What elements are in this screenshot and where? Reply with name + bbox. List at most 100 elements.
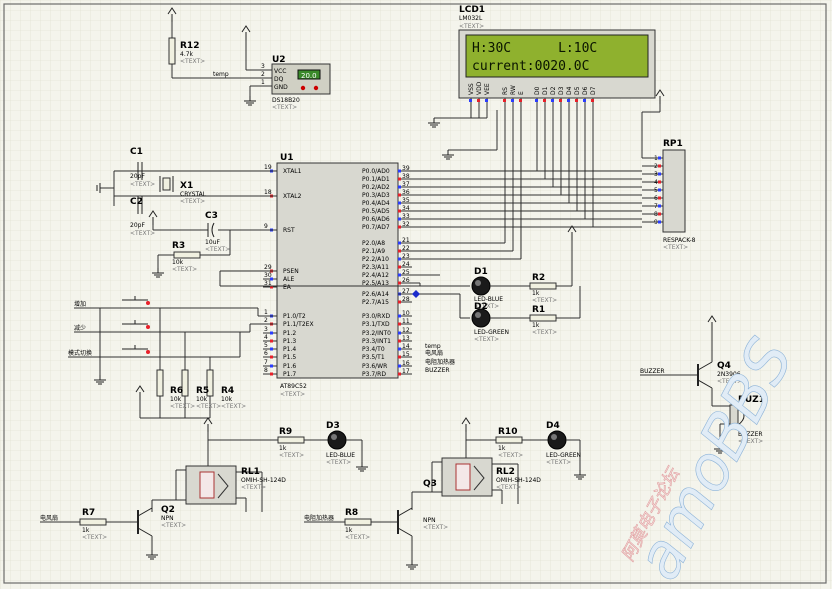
u1-pin-2: P1.1/T2EX bbox=[283, 321, 314, 328]
u1-rpin-num-22: 22 bbox=[402, 245, 410, 252]
d2-ref: D2 bbox=[474, 302, 488, 312]
u1-rpin-21: P2.0/A8 bbox=[362, 240, 385, 247]
rp1-ref: RP1 bbox=[663, 139, 683, 149]
r8-value: 1k bbox=[345, 527, 353, 534]
u1-pin-7: P1.6 bbox=[283, 363, 296, 370]
c2-ref: C2 bbox=[130, 197, 143, 207]
u1-pin-num-5: 5 bbox=[264, 342, 268, 349]
u1-mcu[interactable]: U1 AT89C52 <TEXT> 19XTAL118XTAL29RST29PS… bbox=[263, 153, 455, 398]
lcd-pin-vdd: VDD bbox=[476, 81, 483, 95]
u1-pin-num-2: 2 bbox=[264, 317, 268, 324]
u2-num-1: 1 bbox=[261, 79, 265, 86]
rp1-value: RESPACK-8 bbox=[663, 237, 696, 244]
u1-net-fan: 电风扇 bbox=[425, 349, 443, 357]
u1-pin-num-4: 4 bbox=[264, 334, 268, 341]
lcd-line-2: current:0020.0C bbox=[472, 59, 589, 74]
q4-value: 2N3906 bbox=[717, 371, 741, 378]
button-increase[interactable]: 增加 bbox=[74, 296, 259, 316]
u2-num-3: 3 bbox=[261, 63, 265, 70]
relay2-section[interactable]: R10 1k <TEXT> D4 LED-GREEN <TEXT> RL2 OM… bbox=[304, 417, 587, 570]
d4-ref: D4 bbox=[546, 421, 560, 431]
d3-text: <TEXT> bbox=[326, 459, 351, 466]
d1-value: LED-BLUE bbox=[474, 296, 503, 303]
u1-net-heater: 电阻加热器 bbox=[425, 358, 455, 366]
u1-rpin-num-27: 27 bbox=[402, 288, 410, 295]
c3-ref: C3 bbox=[205, 211, 218, 221]
button-increase-label: 增加 bbox=[74, 300, 86, 308]
d4-value: LED-GREEN bbox=[546, 452, 581, 459]
c2-value: 20pF bbox=[130, 222, 145, 229]
r9-text: <TEXT> bbox=[279, 452, 304, 459]
lcd-pin-d3: D3 bbox=[558, 86, 565, 95]
u2-sensor[interactable]: 20.0 U2 VCC DQ GND 3 2 1 DS18B20 <TEXT> bbox=[241, 25, 331, 111]
buz1-buzzer[interactable]: BUZ1 BUZZER <TEXT> bbox=[713, 395, 765, 454]
u1-pin-19: XTAL1 bbox=[283, 168, 302, 175]
button-section[interactable]: 增加 减少 模式切换 bbox=[68, 296, 277, 419]
d2-led-green[interactable]: D2 LED-GREEN <TEXT> R1 1k <TEXT> bbox=[398, 286, 581, 343]
u1-pin-num-9: 9 bbox=[264, 223, 268, 230]
u1-net-buzzer: BUZZER bbox=[425, 367, 450, 374]
u1-rpin-num-37: 37 bbox=[402, 181, 410, 188]
u1-rpin-num-39: 39 bbox=[402, 165, 410, 172]
d4-text: <TEXT> bbox=[546, 459, 571, 466]
u1-rpin-num-14: 14 bbox=[402, 343, 410, 350]
lcd-component[interactable]: LCD1 LM032L <TEXT> H:30C L:10C current:0… bbox=[427, 5, 656, 128]
r12-resistor[interactable]: R12 4.7k <TEXT> temp bbox=[167, 7, 256, 79]
lcd-pin-d0: D0 bbox=[534, 86, 541, 95]
u1-rpin-36: P0.3/AD3 bbox=[362, 192, 390, 199]
r8-net-label: 电阻加热器 bbox=[304, 514, 334, 522]
r7-net-label: 电风扇 bbox=[40, 514, 58, 522]
buz1-ref: BUZ1 bbox=[738, 395, 765, 405]
u1-rpin-12: P3.2/INT0 bbox=[362, 330, 391, 337]
u1-ref: U1 bbox=[280, 153, 294, 163]
q2-text: <TEXT> bbox=[161, 522, 186, 529]
u1-pin-30: ALE bbox=[283, 276, 294, 283]
button-decrease[interactable]: 减少 bbox=[74, 320, 277, 333]
u1-rpin-14: P3.4/T0 bbox=[362, 346, 385, 353]
u1-pin-29: PSEN bbox=[283, 268, 299, 275]
u1-rpin-17: P3.7/RD bbox=[362, 371, 386, 378]
r2-ref: R2 bbox=[532, 273, 545, 283]
lcd-pin-d6: D6 bbox=[582, 86, 589, 95]
r2-value: 1k bbox=[532, 290, 540, 297]
r6-ref: R6 bbox=[170, 386, 183, 396]
u1-text: <TEXT> bbox=[280, 391, 305, 398]
u1-rpin-25: P2.4/A12 bbox=[362, 272, 389, 279]
r5-ref: R5 bbox=[196, 386, 209, 396]
u1-rpin-num-15: 15 bbox=[402, 351, 410, 358]
u1-rpin-33: P0.6/AD6 bbox=[362, 216, 390, 223]
lcd-screen bbox=[465, 34, 649, 78]
c1-text: <TEXT> bbox=[130, 181, 155, 188]
reset-section[interactable]: C3 10uF <TEXT> R3 10k <TEXT> bbox=[148, 210, 420, 287]
q2-ref: Q2 bbox=[161, 505, 175, 515]
r12-value: 4.7k bbox=[180, 51, 194, 58]
u1-body bbox=[276, 162, 399, 379]
lcd-pin-e: E bbox=[518, 91, 525, 95]
u1-rpin-num-23: 23 bbox=[402, 253, 410, 260]
d2-text: <TEXT> bbox=[474, 336, 499, 343]
u1-pin-num-7: 7 bbox=[264, 359, 268, 366]
d1-ref: D1 bbox=[474, 267, 488, 277]
d1-led-blue[interactable]: D1 LED-BLUE <TEXT> R2 1k <TEXT> bbox=[420, 225, 577, 310]
d3-ref: D3 bbox=[326, 421, 340, 431]
lcd-pin-rs: RS bbox=[502, 87, 509, 95]
u1-pin-9: RST bbox=[283, 227, 295, 234]
r5-text: <TEXT> bbox=[196, 403, 221, 410]
u1-model: AT89C52 bbox=[280, 383, 307, 390]
u1-rpin-38: P0.1/AD1 bbox=[362, 176, 390, 183]
u1-rpin-num-33: 33 bbox=[402, 213, 410, 220]
u1-pin-num-18: 18 bbox=[264, 189, 272, 196]
lcd-pin-d5: D5 bbox=[574, 86, 581, 95]
relay1-section[interactable]: R9 1k <TEXT> D3 LED-BLUE <TEXT> RL1 OMIH… bbox=[40, 417, 369, 560]
u1-rpin-num-28: 28 bbox=[402, 296, 410, 303]
u1-rpin-35: P0.4/AD4 bbox=[362, 200, 390, 207]
q4-transistor[interactable]: BUZZER Q4 2N3906 <TEXT> bbox=[640, 315, 742, 407]
u1-rpin-num-17: 17 bbox=[402, 368, 410, 375]
u1-rpin-num-32: 32 bbox=[402, 221, 410, 228]
crystal-section[interactable]: C1 20pF <TEXT> C2 20pF <TEXT> X1 CRYSTAL… bbox=[96, 147, 277, 237]
button-mode-switch[interactable]: 模式切换 bbox=[68, 315, 277, 358]
lcd-pin-d4: D4 bbox=[566, 86, 573, 95]
q4-text: <TEXT> bbox=[717, 378, 742, 385]
